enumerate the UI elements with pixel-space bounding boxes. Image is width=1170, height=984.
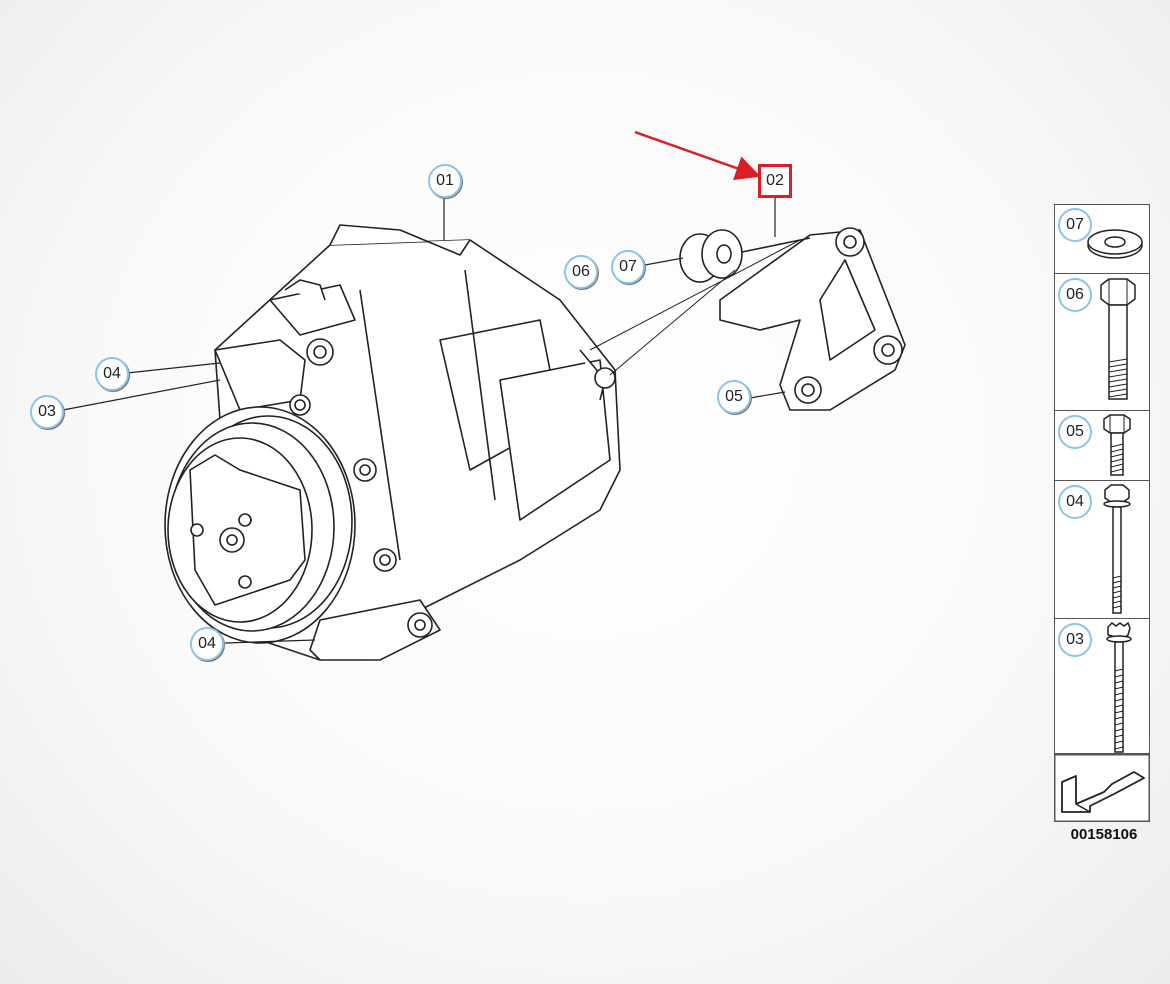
legend-row-05: 05	[1055, 410, 1149, 480]
callout-04-lower: 04	[190, 627, 224, 661]
legend-row-07: 07	[1055, 205, 1149, 273]
legend-callout-03: 03	[1058, 623, 1092, 657]
callout-03: 03	[30, 395, 64, 429]
torx-bolt-long-icon	[1106, 621, 1132, 753]
legend-callout-06: 06	[1058, 278, 1092, 312]
compressor-drawing	[164, 224, 621, 661]
legend-callout-04: 04	[1058, 485, 1092, 519]
parts-legend-panel: 07 06 05	[1054, 204, 1150, 754]
direction-arrow-icon	[1054, 754, 1150, 822]
legend-row-06: 06	[1055, 273, 1149, 410]
flange-bolt-long-icon	[1103, 484, 1131, 614]
leader-lines	[62, 196, 786, 644]
bracket-drawing	[589, 227, 906, 411]
legend-callout-07: 07	[1058, 208, 1092, 242]
callout-04-upper: 04	[95, 357, 129, 391]
callout-02-highlighted: 02	[758, 164, 792, 198]
legend-row-03: 03	[1055, 618, 1149, 755]
hex-bolt-long-icon	[1100, 278, 1136, 400]
catalog-number: 00158106	[1070, 826, 1138, 843]
callout-01: 01	[428, 164, 462, 198]
washer-icon	[1087, 229, 1143, 259]
callout-05: 05	[717, 380, 751, 414]
callout-07: 07	[611, 250, 645, 284]
highlight-arrow	[634, 130, 761, 181]
hex-bolt-short-icon	[1103, 414, 1131, 476]
legend-callout-05: 05	[1058, 415, 1092, 449]
callout-06: 06	[564, 255, 598, 289]
legend-row-04: 04	[1055, 480, 1149, 618]
